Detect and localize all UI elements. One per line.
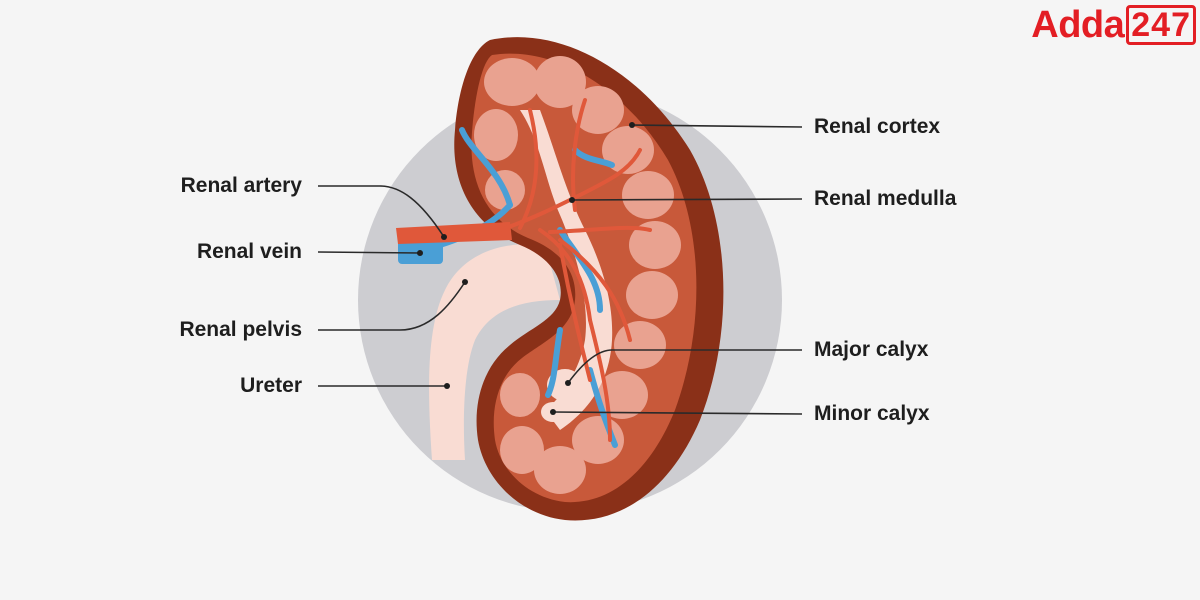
leader-renal-cortex [631, 124, 803, 128]
brand-name: Adda [1031, 4, 1125, 46]
brand-number: 247 [1126, 5, 1196, 45]
label-renal-artery: Renal artery [180, 174, 302, 197]
label-ureter: Ureter [240, 374, 302, 397]
label-renal-cortex: Renal cortex [814, 115, 941, 138]
leader-minor-calyx [552, 411, 803, 415]
leader-renal-vein [317, 251, 421, 254]
leader-lines [317, 124, 803, 415]
leader-dots [417, 122, 635, 415]
leader-major-calyx [567, 349, 802, 384]
leader-renal-medulla [571, 198, 803, 201]
label-renal-vein: Renal vein [196, 240, 302, 263]
brand-logo: Adda 247 [1031, 4, 1196, 46]
label-major-calyx: Major calyx [814, 338, 929, 361]
renal-artery-trunk [396, 222, 512, 244]
label-renal-medulla: Renal medulla [814, 187, 957, 210]
label-renal-pelvis: Renal pelvis [179, 318, 302, 341]
renal-sinus [520, 110, 613, 430]
ureter [429, 244, 560, 460]
leader-renal-artery [318, 185, 445, 238]
label-minor-calyx: Minor calyx [814, 402, 930, 425]
leader-renal-pelvis [318, 281, 466, 331]
